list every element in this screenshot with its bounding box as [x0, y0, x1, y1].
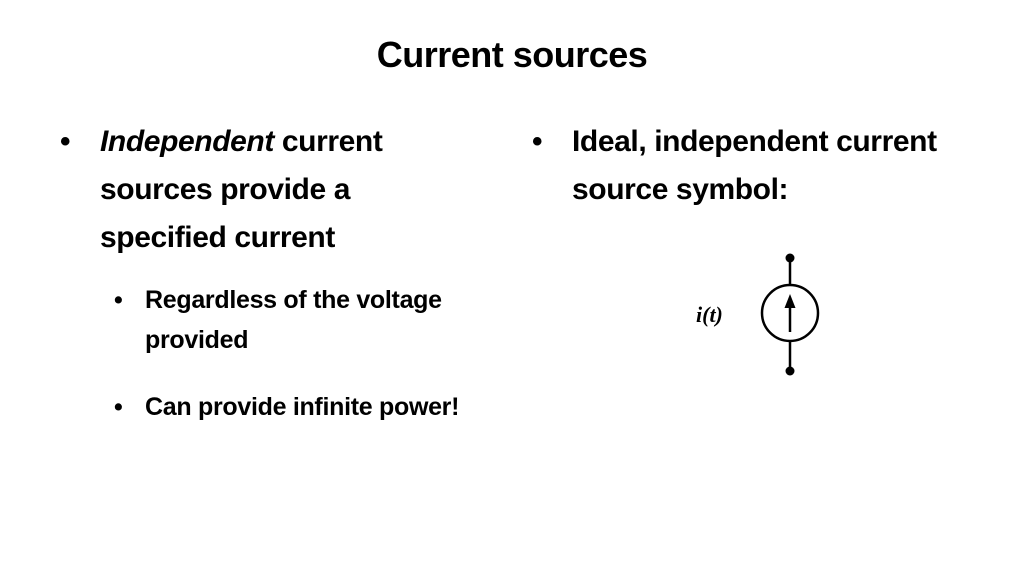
current-source-symbol: i(t) — [690, 250, 830, 380]
bullet-text: Ideal, independent current source symbol… — [572, 125, 937, 206]
sub-bullet-item: • Regardless of the voltage provided — [114, 280, 478, 360]
bullet-marker: • — [60, 125, 71, 158]
slide-title: Current sources — [376, 34, 648, 75]
bullet-marker: • — [114, 393, 123, 421]
bullet-text: current sources provide a specified curr… — [100, 125, 383, 254]
bullet-marker: • — [114, 286, 123, 314]
sub-bullet-text: Can provide infinite power! — [145, 393, 460, 421]
sub-bullet-list: • Regardless of the voltage provided • C… — [58, 280, 478, 427]
main-bullet-independent: • Independent current sources provide a … — [58, 118, 478, 262]
sub-bullet-item: • Can provide infinite power! — [114, 387, 478, 427]
sub-bullet-text: Regardless of the voltage provided — [145, 286, 442, 354]
left-column: • Independent current sources provide a … — [58, 118, 478, 454]
right-column: • Ideal, independent current source symb… — [530, 118, 970, 214]
emphasis-text: Independent — [100, 125, 274, 158]
bullet-marker: • — [532, 125, 543, 158]
current-source-symbol-icon — [760, 253, 820, 376]
current-label: i(t) — [696, 302, 723, 327]
main-bullet-symbol: • Ideal, independent current source symb… — [530, 118, 970, 214]
